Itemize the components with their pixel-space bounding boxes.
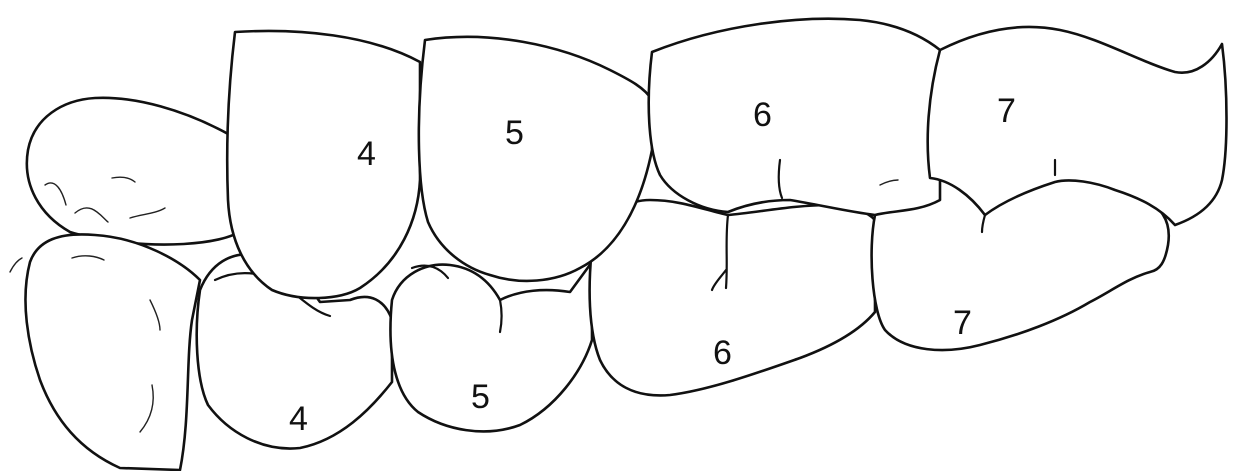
- lower-tooth-5: [390, 262, 592, 431]
- lower-tooth-6-label: 6: [713, 334, 732, 372]
- upper-tooth-4-label: 4: [357, 135, 376, 173]
- lower-tooth-6: [590, 200, 875, 395]
- lower-anterior-detail-3: [10, 258, 22, 272]
- upper-tooth-7-label: 7: [997, 92, 1016, 130]
- upper-tooth-6-label: 6: [753, 96, 772, 134]
- lower-anterior-tooth: [25, 234, 200, 470]
- lower-tooth-7-label: 7: [953, 304, 972, 342]
- lower-tooth-5-label: 5: [471, 378, 490, 416]
- upper-tooth-4: [227, 31, 420, 298]
- upper-tooth-5-label: 5: [505, 114, 524, 152]
- upper-anterior-tooth: [27, 98, 242, 245]
- lower-tooth-4-label: 4: [289, 400, 308, 438]
- upper-tooth-6: [649, 19, 940, 215]
